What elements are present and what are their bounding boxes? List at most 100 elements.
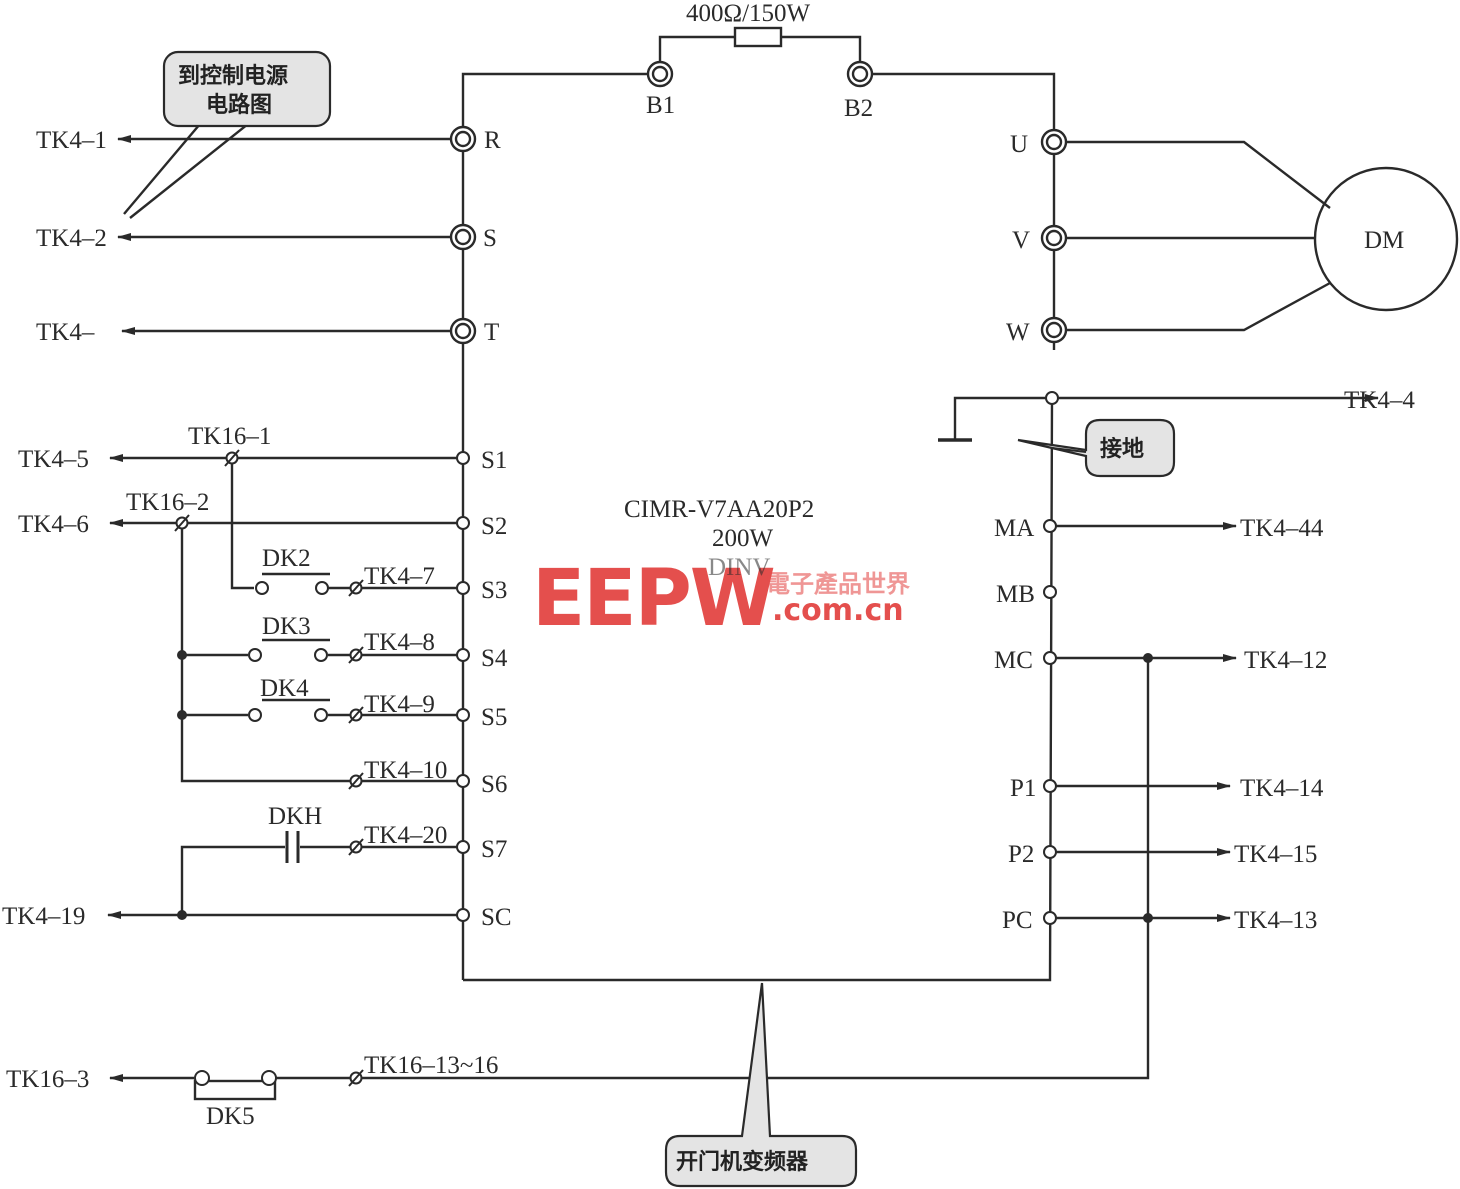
- tk4-7-label: TK4–7: [364, 563, 435, 590]
- tk4-19-label: TK4–19: [2, 903, 85, 930]
- b2-terminal: [846, 60, 874, 88]
- dk2-contact-right: [315, 581, 329, 595]
- callout-pointer-1: [123, 123, 201, 215]
- s6-label: S6: [481, 771, 507, 798]
- tk4-2-label: TK4–2: [36, 225, 107, 252]
- dk4-contact-left: [248, 708, 262, 722]
- callout-pointer-2: [129, 123, 249, 219]
- bus-dot-mc: [1143, 653, 1153, 663]
- p2-terminal: [1043, 845, 1057, 859]
- dkh-label: DKH: [268, 803, 322, 830]
- tk16-1-junction: [224, 449, 240, 467]
- ground-terminal: [1045, 391, 1059, 405]
- braking-resistor: [733, 26, 783, 48]
- s-terminal: [449, 223, 477, 251]
- tk4-20-label: TK4–20: [364, 822, 447, 849]
- ma-label: MA: [994, 515, 1034, 542]
- dk5-contact-right: [261, 1070, 277, 1086]
- tk4-4-label: TK4–4: [1344, 387, 1415, 414]
- tk16-2-label: TK16–2: [126, 489, 209, 516]
- v-terminal: [1040, 224, 1068, 252]
- tk4-3-label: TK4–: [36, 319, 95, 346]
- w-wire: [1066, 281, 1331, 332]
- bus-dot-sc: [177, 910, 187, 920]
- tk16-1-label: TK16–1: [188, 423, 271, 450]
- mc-label: MC: [994, 647, 1033, 674]
- bus-dot-s5: [177, 710, 187, 720]
- pc-terminal: [1043, 911, 1057, 925]
- s2-label: S2: [481, 513, 507, 540]
- dk5-contact-left: [194, 1070, 210, 1086]
- tk4-9-junction: [348, 706, 364, 724]
- tk4-10-label: TK4–10: [364, 757, 447, 784]
- common-bus: [180, 523, 458, 783]
- svg-text:電子產品世界: 電子產品世界: [766, 570, 910, 598]
- dk3-label: DK3: [262, 613, 311, 640]
- b2-label: B2: [844, 95, 873, 122]
- tk4-10-junction: [348, 772, 364, 790]
- u-label: U: [1010, 131, 1028, 158]
- eepw-watermark: EEPW 電子產品世界 .com.cn: [532, 554, 910, 644]
- s6-terminal: [456, 774, 470, 788]
- p2-label: P2: [1008, 841, 1034, 868]
- tk4-14-label: TK4–14: [1240, 775, 1324, 802]
- s3-label: S3: [481, 577, 507, 604]
- pc-label: PC: [1002, 907, 1033, 934]
- s7-terminal: [456, 840, 470, 854]
- s4-label: S4: [481, 645, 508, 672]
- s2-terminal: [456, 516, 470, 530]
- inverter-callout: [664, 982, 858, 1188]
- ground-callout: [1017, 418, 1176, 478]
- dk2-label: DK2: [262, 545, 311, 572]
- dk4-contact-right: [314, 708, 328, 722]
- b1-label: B1: [646, 92, 675, 119]
- tk16-13-label: TK16–13~16: [364, 1052, 498, 1079]
- tk4-5-label: TK4–5: [18, 446, 89, 473]
- inverter-power: 200W: [712, 525, 774, 552]
- control-power-callout: [162, 50, 332, 128]
- w-terminal: [1040, 316, 1068, 344]
- p1-terminal: [1043, 779, 1057, 793]
- dk2-contact-left: [255, 581, 269, 595]
- tk16-2-junction: [174, 514, 190, 532]
- s1-terminal: [456, 451, 470, 465]
- bus-dot-pc: [1143, 913, 1153, 923]
- sc-terminal: [456, 908, 470, 922]
- s5-terminal: [456, 708, 470, 722]
- s7-label: S7: [481, 836, 507, 863]
- dk5-label: DK5: [206, 1103, 255, 1130]
- t-label: T: [484, 319, 499, 346]
- tk4-8-junction: [348, 646, 364, 664]
- svg-text:EEPW: EEPW: [532, 554, 774, 644]
- s3-terminal: [456, 581, 470, 595]
- s1-label: S1: [481, 447, 507, 474]
- tk4-20-junction: [348, 838, 364, 856]
- tk4-6-label: TK4–6: [18, 511, 89, 538]
- mb-terminal: [1043, 585, 1057, 599]
- p1-label: P1: [1010, 775, 1036, 802]
- dk3-contact-left: [248, 648, 262, 662]
- r-terminal: [449, 125, 477, 153]
- ground-lead: [953, 396, 1050, 440]
- callout-text-line-1: 到控制电源: [178, 63, 288, 89]
- ground-callout-text: 接地: [1100, 437, 1144, 462]
- bus-dot-s4: [177, 650, 187, 660]
- t-terminal: [449, 317, 477, 345]
- s7-wire: [180, 845, 458, 915]
- u-terminal: [1040, 128, 1068, 156]
- tk4-13-label: TK4–13: [1234, 907, 1317, 934]
- inverter-model: CIMR-V7AA20P2: [624, 496, 814, 523]
- tk4-7-junction: [348, 579, 364, 597]
- inverter-callout-text: 开门机变频器: [676, 1149, 809, 1175]
- mb-label: MB: [996, 581, 1035, 608]
- resistor-label: 400Ω/150W: [686, 0, 811, 27]
- tk16-13-junction: [348, 1069, 364, 1087]
- tk16-3-label: TK16–3: [6, 1066, 89, 1093]
- v-label: V: [1012, 227, 1030, 254]
- ma-terminal: [1043, 519, 1057, 533]
- s4-terminal: [456, 648, 470, 662]
- braking-resistor-wiring: [658, 35, 862, 62]
- bottom-loop: [276, 658, 1150, 1080]
- u-wire: [1066, 140, 1331, 209]
